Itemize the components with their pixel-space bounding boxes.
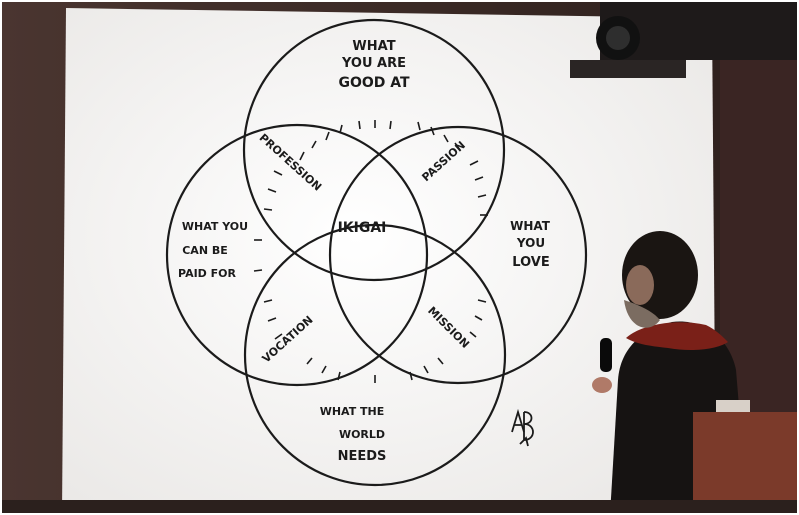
needs-line-1: WHAT THE	[320, 405, 385, 418]
podium	[693, 412, 799, 515]
love-line-3: LOVE	[512, 255, 549, 270]
paid-line-1: WHAT YOU	[182, 220, 248, 233]
circle-paid-for	[165, 123, 429, 387]
ikigai-diagram	[165, 18, 588, 487]
needs-line-2: WORLD	[339, 428, 385, 441]
ab-signature-icon	[511, 408, 534, 447]
love-line-1: WHAT	[510, 219, 551, 233]
love-line-2: YOU	[516, 236, 545, 250]
projector-icon	[570, 2, 799, 78]
podium-laptop	[716, 400, 750, 412]
good-at-line-1: WHAT	[352, 39, 395, 54]
needs-line-3: NEEDS	[338, 449, 387, 464]
microphone-icon	[592, 338, 612, 393]
paid-line-2: CAN BE	[182, 244, 228, 257]
tick-marks	[253, 120, 488, 383]
good-at-line-2: YOU ARE	[341, 56, 406, 71]
circle-world-needs	[243, 223, 507, 487]
floor-strip	[0, 500, 799, 515]
projection-screen	[62, 8, 716, 515]
circle-love	[328, 125, 588, 385]
paid-line-3: PAID FOR	[178, 267, 236, 280]
ikigai-center-label: IKIGAI	[338, 220, 387, 236]
circle-good-at	[242, 18, 506, 282]
good-at-line-3: GOOD AT	[338, 75, 410, 91]
